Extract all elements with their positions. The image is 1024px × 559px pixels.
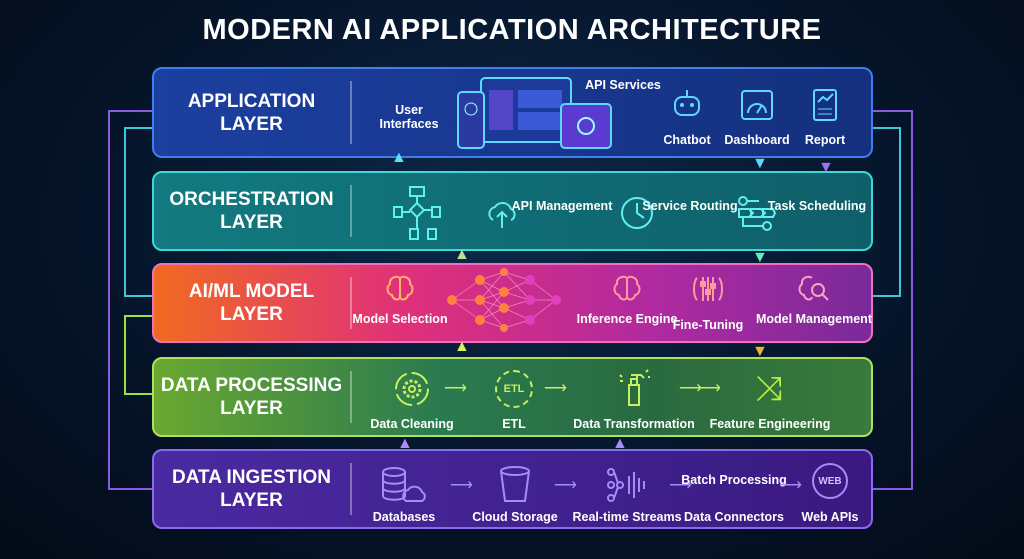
arrow-down-icon: ▼: [752, 343, 768, 360]
divider: [350, 463, 352, 515]
item-cloud-storage: Cloud Storage: [472, 510, 558, 524]
layer-title: DATA INGESTION LAYER: [171, 467, 332, 511]
item-databases: Databases: [372, 510, 436, 524]
layer-title: ORCHESTRATION LAYER: [169, 189, 334, 233]
arrow-up-icon: ▲: [397, 435, 413, 452]
item-data-cleaning: Data Cleaning: [370, 417, 454, 431]
inference-brain-icon: [613, 275, 641, 301]
arrow-up-icon: ▲: [454, 338, 470, 355]
arrow-right-icon: ⟶: [554, 477, 577, 494]
workflow-icon: [393, 186, 441, 240]
cloud-api-icon: [488, 202, 516, 228]
stream-icon: [607, 468, 645, 502]
item-model-selection: Model Selection: [352, 312, 448, 326]
data-ingestion-layer: DATA INGESTION LAYER ⟶ ⟶ ⟶ Batch Process…: [152, 449, 873, 529]
arrow-right-icon: ⟶: [779, 477, 802, 494]
layer-title: DATA PROCESSING LAYER: [160, 375, 343, 419]
item-dashboard: Dashboard: [724, 133, 790, 147]
shuffle-icon: ⤨: [755, 369, 783, 408]
item-data-transformation: Data Transformation: [573, 417, 695, 431]
item-api-management: API Management: [511, 199, 613, 213]
arrow-up-icon: ▲: [391, 149, 407, 166]
etl-icon: ETL: [495, 370, 533, 408]
item-etl: ETL: [502, 417, 526, 431]
arrow-up-icon: ▲: [612, 435, 628, 452]
arrow-right-icon: ⟶: [544, 380, 567, 397]
item-real-time-streams: Real-time Streams: [572, 510, 682, 524]
bucket-icon: [500, 466, 530, 502]
arrow-down-icon: ▼: [752, 249, 768, 266]
right-connector: [873, 127, 901, 297]
application-layer: APPLICATION LAYER User Interfaces API Se…: [152, 67, 873, 158]
left-connector-3: [108, 110, 152, 490]
clock-icon: [621, 197, 653, 229]
data-processing-layer: DATA PROCESSING LAYER ⟶ ETL ⟶ ⟶⟶ ⤨ Data …: [152, 357, 873, 437]
item-chatbot: Chatbot: [663, 133, 711, 147]
page-title: MODERN AI APPLICATION ARCHITECTURE: [202, 14, 822, 46]
item-user-interfaces: User Interfaces: [379, 103, 439, 131]
brain-search-icon: [798, 275, 829, 301]
database-cloud-icon: [382, 467, 426, 502]
item-web-apis: Web APIs: [801, 510, 859, 524]
arrow-right-icon: ⟶⟶: [679, 380, 721, 397]
report-icon: [813, 89, 837, 121]
item-api-services: API Services: [585, 78, 661, 92]
globe-icon: WEB: [812, 463, 848, 499]
right-connector-2: [873, 110, 913, 490]
arrow-right-icon: ⟶: [450, 477, 473, 494]
arrow-right-icon: ⟶: [669, 477, 692, 494]
divider: [350, 277, 352, 329]
brain-icon: [386, 275, 414, 301]
layer-title: APPLICATION LAYER: [187, 90, 316, 135]
arrow-down-icon: ▼: [752, 155, 768, 172]
orchestration-layer: ORCHESTRATION LAYER API Management Servi…: [152, 171, 873, 251]
neural-network-icon: [447, 268, 561, 332]
layer-title: AI/ML MODEL LAYER: [188, 281, 315, 325]
item-service-routing: Service Routing: [642, 199, 738, 213]
arrow-down-icon: ▼: [818, 159, 834, 176]
left-connector: [124, 127, 152, 297]
item-feature-engineering: Feature Engineering: [709, 417, 831, 431]
task-scheduling-icon: [738, 196, 777, 231]
arrow-right-icon: ⟶: [444, 380, 467, 397]
left-connector-2: [124, 315, 152, 395]
item-task-scheduling: Task Scheduling: [767, 199, 867, 213]
devices-icon: [457, 77, 612, 149]
item-data-connectors: Data Connectors: [683, 510, 785, 524]
item-batch-processing: Batch Processing: [681, 473, 787, 487]
sliders-icon: [693, 277, 723, 301]
divider: [350, 185, 352, 237]
arrow-up-icon: ▲: [454, 246, 470, 263]
chatbot-icon: [674, 90, 700, 116]
divider: [350, 81, 352, 144]
spray-bottle-icon: [619, 369, 650, 406]
aiml-layer: AI/ML MODEL LAYER Model Selection Infere…: [152, 263, 873, 343]
gear-cycle-icon: [395, 372, 429, 406]
item-inference-engine: Inference Engine: [576, 312, 678, 326]
item-report: Report: [804, 133, 846, 147]
dashboard-icon: [741, 90, 773, 120]
item-model-management: Model Management: [756, 312, 872, 326]
divider: [350, 371, 352, 423]
item-fine-tuning: Fine-Tuning: [672, 318, 744, 332]
